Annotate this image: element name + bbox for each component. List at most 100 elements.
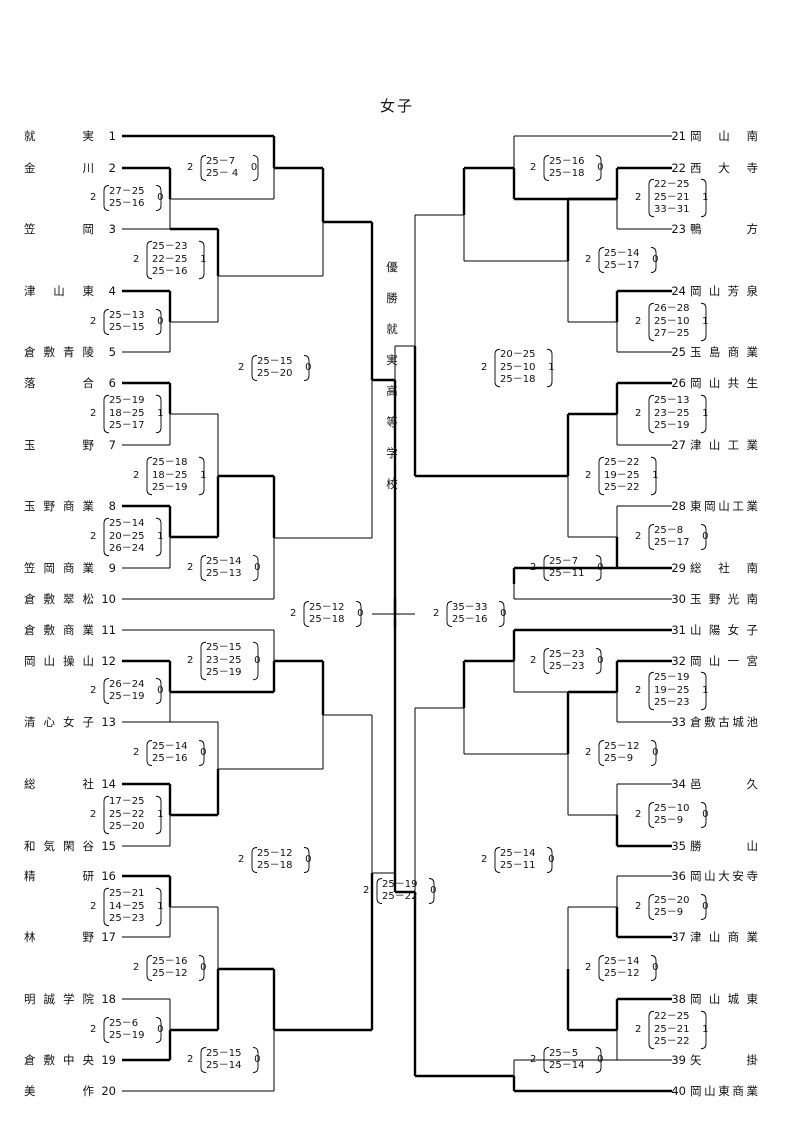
team-name: 倉敷青陵 <box>24 345 94 359</box>
set-score: 14－25 <box>109 900 145 912</box>
score-bracket <box>428 878 435 904</box>
sets-lost: 0 <box>597 561 604 573</box>
set-score: 25－20 <box>654 894 690 906</box>
set-score: 25－21 <box>654 191 690 203</box>
score-bracket <box>598 740 605 766</box>
team-name: 岡山南 <box>690 129 758 143</box>
score-bracket <box>543 155 550 181</box>
team-name: 津山東 <box>24 284 94 298</box>
set-score: 23－25 <box>654 407 690 419</box>
sets-lost: 0 <box>254 561 261 573</box>
champion-label: 優 勝 就 実 高 等 学 校 <box>372 252 412 500</box>
sets-lost: 0 <box>597 654 604 666</box>
set-score: 25－17 <box>654 537 690 548</box>
score-bracket <box>198 240 205 280</box>
sets-won: 2 <box>90 407 97 419</box>
set-score: 25－8 <box>654 524 684 536</box>
sets-lost: 0 <box>652 253 659 265</box>
team-name: 山陽女子 <box>690 623 758 637</box>
score-bracket <box>598 247 605 273</box>
set-score: 20－25 <box>500 349 536 361</box>
set-score: 25－19 <box>382 878 418 890</box>
sets-won: 2 <box>481 361 488 373</box>
team-name: 勝山 <box>690 839 758 853</box>
score-bracket <box>103 887 110 927</box>
score-bracket <box>146 740 153 766</box>
score-bracket <box>595 1047 602 1073</box>
set-score: 22－25 <box>654 179 690 191</box>
sets-won: 2 <box>363 884 370 896</box>
team-name: 邑久 <box>690 777 758 791</box>
score-bracket <box>155 517 162 557</box>
team-number: 18 <box>101 992 116 1006</box>
score-bracket <box>252 155 259 181</box>
team-number: 10 <box>101 592 116 606</box>
team-name: 総社南 <box>690 561 758 575</box>
score-bracket <box>303 601 310 627</box>
score-bracket <box>700 1010 707 1050</box>
champion-char: 校 <box>386 477 398 491</box>
team-number: 25 <box>671 345 686 359</box>
set-score: 25－10 <box>654 802 690 814</box>
sets-lost: 0 <box>250 161 258 173</box>
score-bracket <box>650 955 657 981</box>
sets-lost: 1 <box>702 1023 709 1035</box>
sets-won: 2 <box>290 607 297 619</box>
team-name: 矢掛 <box>690 1053 758 1067</box>
set-score: 25－14 <box>549 1060 585 1071</box>
set-score: 25－18 <box>257 860 293 871</box>
set-score: 25－5 <box>549 1047 579 1059</box>
score-bracket <box>650 740 657 766</box>
sets-won: 2 <box>133 961 140 973</box>
sets-won: 2 <box>187 1053 194 1065</box>
team-name: 就実 <box>24 129 94 143</box>
team-name: 岡山東商業 <box>690 1084 758 1098</box>
score-bracket <box>355 601 362 627</box>
team-name: 倉敷中央 <box>24 1053 94 1067</box>
score-bracket <box>595 555 602 581</box>
sets-won: 2 <box>635 530 642 542</box>
sets-won: 2 <box>133 469 140 481</box>
team-number: 7 <box>108 438 116 452</box>
team-number: 39 <box>671 1053 686 1067</box>
team-number: 8 <box>108 499 116 513</box>
set-score: 25－19 <box>654 672 690 684</box>
sets-won: 2 <box>635 191 642 203</box>
sets-lost: 0 <box>157 684 164 696</box>
sets-won: 2 <box>133 746 140 758</box>
sets-won: 2 <box>238 361 245 373</box>
score-bracket <box>446 601 453 627</box>
set-score: 25－22 <box>604 482 640 494</box>
score-bracket <box>700 802 707 828</box>
score-bracket <box>700 178 707 218</box>
champion-char: 高 <box>386 384 398 398</box>
team-name: 岡山大安寺 <box>690 869 758 883</box>
sets-lost: 1 <box>702 684 709 696</box>
score-bracket <box>494 348 501 388</box>
